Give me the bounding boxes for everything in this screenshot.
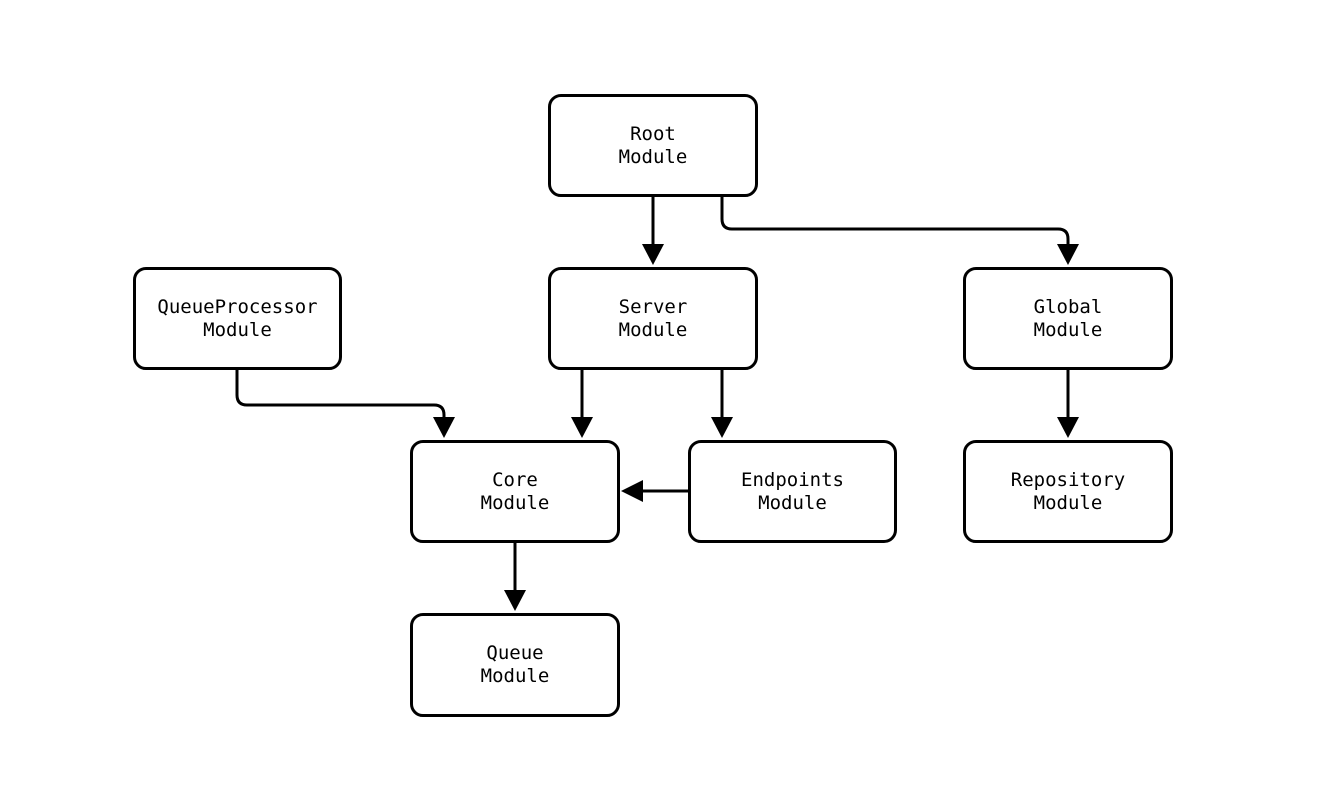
edge-server-to-core	[571, 370, 593, 438]
node-core-module[interactable]: Core Module	[410, 440, 620, 543]
edge-root-to-global	[720, 197, 1079, 265]
node-root-module-label-line2: Module	[618, 145, 688, 168]
node-queueprocessor-module-label-line1: QueueProcessor	[157, 295, 318, 318]
node-queue-module-label-line2: Module	[480, 665, 550, 687]
node-queue-module[interactable]: Queue Module	[410, 613, 620, 717]
edge-endpoints-to-core	[621, 480, 688, 502]
edge-root-to-server	[642, 197, 664, 265]
edge-global-to-repository	[1057, 370, 1079, 438]
node-endpoints-module-label-line1: Endpoints	[741, 468, 844, 491]
node-root-module[interactable]: Root Module	[548, 94, 758, 197]
node-root-module-label-line1: Root	[630, 122, 676, 145]
edge-core-to-queue	[504, 543, 526, 611]
node-core-module-label-line2: Module	[480, 491, 550, 514]
node-server-module[interactable]: Server Module	[548, 267, 758, 370]
node-endpoints-module-label-line2: Module	[758, 491, 827, 514]
node-core-module-label-line1: Core	[492, 468, 538, 491]
node-global-module-label-line2: Module	[1033, 318, 1103, 341]
node-repository-module-label-line1: Repository	[1010, 468, 1126, 491]
node-endpoints-module[interactable]: Endpoints Module	[688, 440, 897, 543]
edge-queueprocessor-to-core	[235, 370, 455, 438]
node-global-module[interactable]: Global Module	[963, 267, 1173, 370]
node-global-module-label-line1: Global	[1033, 295, 1103, 318]
node-server-module-label-line1: Server	[618, 295, 688, 318]
node-queue-module-label-line1: Queue	[486, 642, 544, 664]
node-queueprocessor-module[interactable]: QueueProcessor Module	[133, 267, 342, 370]
edge-server-to-endpoints	[711, 370, 733, 438]
node-server-module-label-line2: Module	[618, 318, 688, 341]
node-repository-module[interactable]: Repository Module	[963, 440, 1173, 543]
node-repository-module-label-line2: Module	[1033, 491, 1103, 514]
node-queueprocessor-module-label-line2: Module	[203, 318, 272, 341]
